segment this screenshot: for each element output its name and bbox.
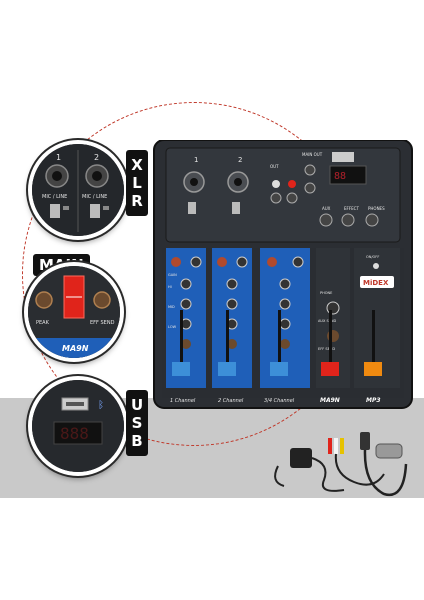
main-peak-label: PEAK — [36, 320, 50, 326]
accessories-cables — [274, 432, 408, 497]
mixer-top-ch2: 2 — [238, 156, 242, 164]
xlr-mic-line-label-2: MIC / LINE — [82, 194, 107, 200]
mixer-effect-label: EFFECT — [344, 206, 359, 211]
mixer-main-out-label: MAIN OUT — [302, 152, 323, 157]
xlr-ch1-number: 1 — [56, 153, 61, 162]
main-channel-label: MA9N — [62, 344, 89, 353]
mixer-aux-label: AUX — [322, 206, 331, 211]
xlr-cable — [363, 449, 408, 497]
strip-label-ch2: 2 Channel — [218, 398, 244, 404]
xlr-jacks-illustration: 1 2 MIC / LINE MIC / LINE — [32, 144, 124, 236]
right-aux-send-label: AUX SEND — [318, 319, 337, 323]
brand-logo: MiDEX — [363, 279, 389, 287]
fader-mp3[interactable] — [364, 362, 382, 376]
usb-zoom-circle: ᛒ 888 — [28, 376, 128, 476]
channel-knobs — [171, 256, 340, 349]
right-phone-label: PHONE — [320, 291, 332, 295]
fader-main[interactable] — [321, 362, 339, 376]
power-indicator — [373, 263, 379, 269]
xlr-tag-text: XLR — [131, 156, 143, 210]
mixer-phones-label: PHONES — [368, 206, 385, 211]
strip-label-ch34: 3/4 Channel — [264, 398, 295, 404]
xlr-mic-line-label-1: MIC / LINE — [42, 194, 67, 200]
power-cable — [311, 457, 345, 492]
knob-gain-label: GAIN — [168, 273, 177, 277]
main-zoom-circle: PEAK EFF SEND MA9N — [24, 262, 124, 362]
strip-label-ch1: 1 Channel — [170, 398, 196, 404]
fader-ch1[interactable] — [172, 362, 190, 376]
xlr-connector — [375, 443, 403, 459]
knob-mid-label: MID — [168, 305, 175, 309]
xlr-zoom-circle: 1 2 MIC / LINE MIC / LINE — [28, 140, 128, 240]
mixer-top-ch1: 1 — [194, 156, 198, 164]
knob-hi-label: HI — [168, 285, 172, 289]
bluetooth-icon: ᛒ — [98, 400, 104, 411]
usb-display-illustration: ᛒ 888 — [32, 380, 124, 472]
mixer-segment-display: 88 — [334, 171, 346, 182]
fader-ch2[interactable] — [218, 362, 236, 376]
audio-mixer: 1 2 OUT MAIN OUT 88 AUX EFFECT PHONES GA… — [153, 140, 413, 409]
right-eff-send-label: EFF SEND — [318, 347, 335, 351]
mixer-out-label: OUT — [270, 164, 279, 169]
fader-ch34[interactable] — [270, 362, 288, 376]
strip-label-main: MA9N — [320, 397, 340, 404]
main-eff-send-label: EFF SEND — [90, 320, 115, 326]
right-on-off-label: ON/OFF — [366, 255, 379, 259]
knob-low-label: LOW — [168, 325, 177, 329]
usb-tag-text: USB — [131, 396, 144, 450]
rca-cable — [334, 453, 385, 486]
xlr-tag: XLR — [126, 150, 148, 216]
power-adapter — [290, 448, 312, 468]
main-fader-illustration: PEAK EFF SEND MA9N — [28, 266, 120, 358]
xlr-ch2-number: 2 — [94, 153, 99, 162]
usb-segment-display: 888 — [60, 424, 89, 443]
usb-tag: USB — [126, 390, 148, 456]
strip-label-mp3: MP3 — [366, 397, 381, 404]
